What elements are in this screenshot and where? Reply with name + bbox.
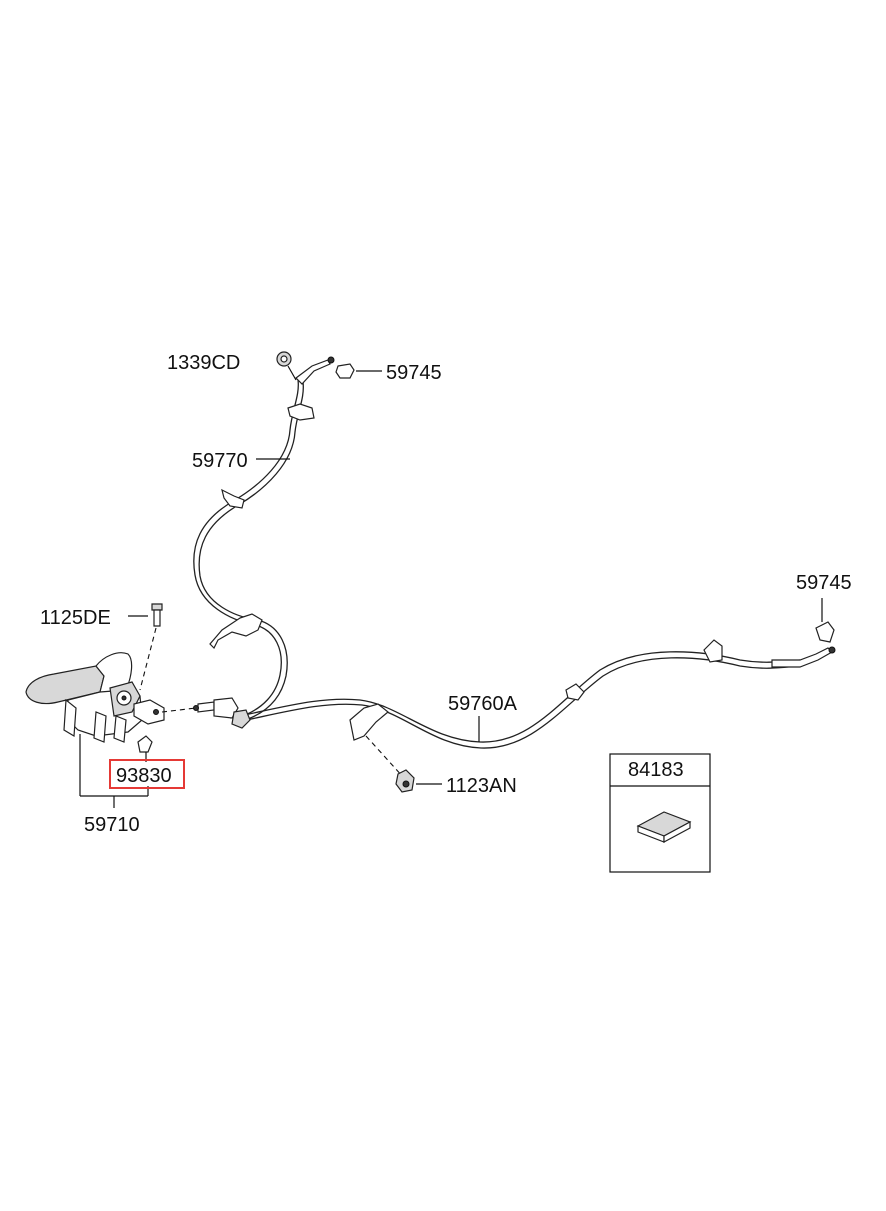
nut-1339cd-icon bbox=[276, 351, 297, 381]
label-59745-right[interactable]: 59745 bbox=[796, 572, 852, 594]
leader-59710 bbox=[79, 734, 149, 808]
label-1339cd[interactable]: 1339CD bbox=[167, 352, 240, 374]
label-1125de[interactable]: 1125DE bbox=[40, 607, 111, 629]
bolt-1125de-icon bbox=[128, 603, 163, 691]
label-84183[interactable]: 84183 bbox=[628, 759, 684, 781]
switch-93830-icon bbox=[137, 735, 153, 762]
label-59710[interactable]: 59710 bbox=[84, 814, 140, 836]
label-59745-top[interactable]: 59745 bbox=[386, 362, 442, 384]
cable-59770 bbox=[193, 356, 335, 720]
dash-link-lever-cable bbox=[161, 707, 197, 713]
label-93830[interactable]: 93830 bbox=[116, 765, 172, 787]
cable-59760a bbox=[229, 621, 836, 749]
label-59770[interactable]: 59770 bbox=[192, 450, 248, 472]
label-1123an[interactable]: 1123AN bbox=[446, 775, 517, 797]
label-59760a[interactable]: 59760A bbox=[448, 693, 518, 715]
cable-end-fittings bbox=[193, 697, 251, 729]
highlight-93830 bbox=[109, 759, 185, 789]
dash-link-1123an bbox=[365, 735, 405, 779]
part-box-84183 bbox=[609, 753, 711, 873]
clip-59745-top-icon bbox=[335, 363, 382, 379]
bolt-1123an-icon bbox=[395, 769, 442, 793]
parking-brake-lever-assembly bbox=[25, 652, 165, 743]
